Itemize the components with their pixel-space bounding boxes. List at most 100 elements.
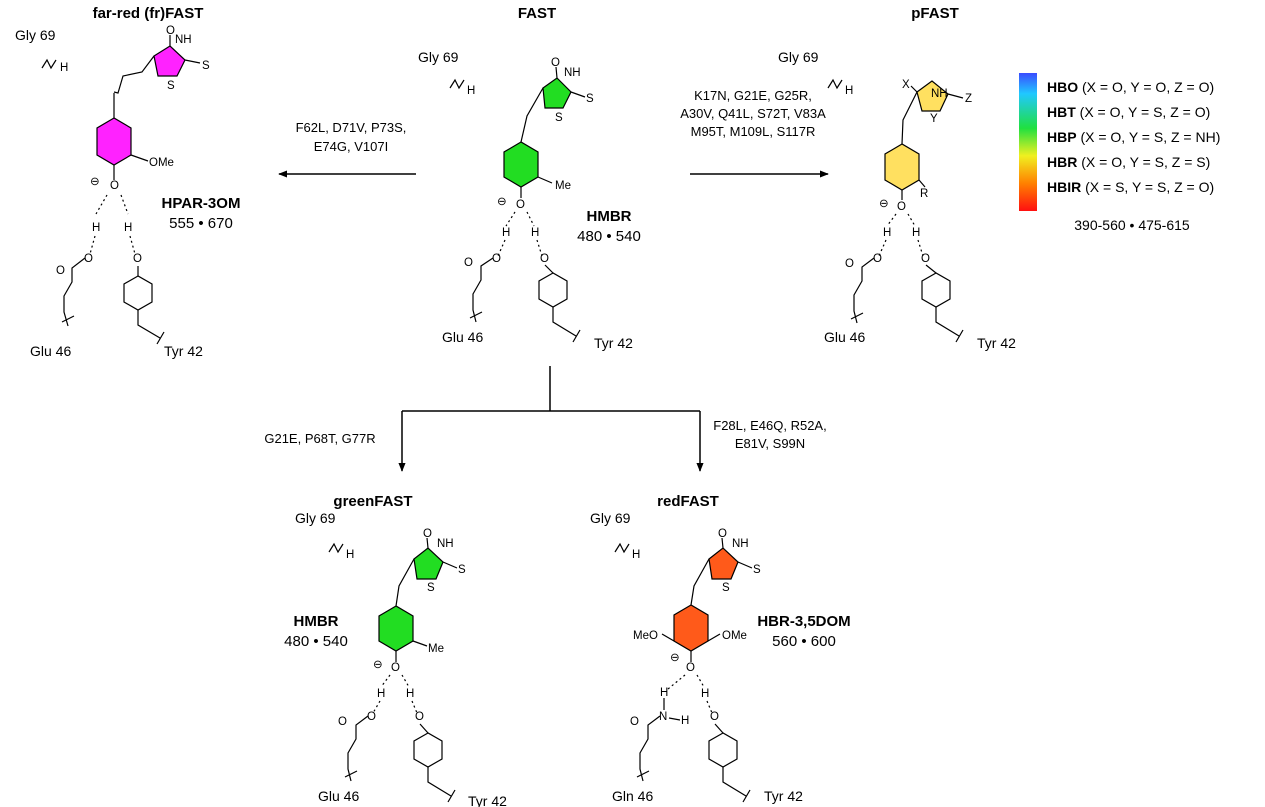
thione-s: S [586,93,594,105]
tyr-h: H [406,688,414,700]
negative-charge: ⊖ [497,196,507,208]
substituent-label: Me [555,180,571,192]
methine-chain [520,87,544,143]
gly69-label: Gly 69 [418,49,459,65]
thione-s: S [202,60,210,72]
panel-title: redFAST [657,493,719,510]
tyr42-bonds [544,264,581,343]
phenol-ring [503,141,539,188]
panel-title: greenFAST [333,493,412,510]
branch-arrows: G21E, P68T, G77R F28L, E46Q, R52A, E81V,… [264,366,827,472]
mutation-line-1: K17N, G21E, G25R, [694,88,812,103]
mutation-line-2: E74G, V107I [314,139,388,154]
legend-entry-hbo: HBO (X = O, Y = O, Z = O) [1047,79,1214,95]
tyr42-label: Tyr 42 [164,343,203,359]
methine-chain [690,558,710,606]
hydrogen-bonds [380,674,410,688]
gly69-h: H [845,85,853,97]
chromophore-legend: HBO (X = O, Y = O, Z = O) HBT (X = O, Y … [1019,73,1220,233]
excitation-emission: 480 • 540 [577,228,641,245]
gln-nh2-bond [668,717,681,721]
hydrogen-bonds-lower [706,700,713,714]
legend-entry-hbir: HBIR (X = S, Y = S, Z = O) [1047,179,1214,195]
negative-charge: ⊖ [90,176,100,188]
hydrogen-bonds [667,674,705,690]
phenol-bonds [901,179,926,200]
tyr-h: H [124,222,132,234]
tyr42-label: Tyr 42 [764,788,803,804]
chromophore-name: HPAR-3OM [162,195,241,212]
phenolate-o: O [897,201,906,213]
tyr-o: O [133,253,142,265]
phenolate-o: O [391,662,400,674]
carbonyl-o: O [718,528,727,540]
glu46-label: Glu 46 [318,788,359,804]
gly69-bond [827,78,843,90]
gln-h-lower: H [681,715,689,727]
gly69-h: H [632,549,640,561]
gly69-label: Gly 69 [295,510,336,526]
phenol-bonds [661,633,721,662]
tyr-h: H [531,227,539,239]
tyr42-label: Tyr 42 [468,793,507,807]
gln46-sidechain [636,715,661,782]
substituent-label-right: OMe [722,630,747,642]
substituent-label-left: MeO [633,630,658,642]
phenol-ring [378,605,414,652]
gly69-label: Gly 69 [590,510,631,526]
panel-greenfast: greenFAST Gly 69 H O NH S S Me O ⊖ H H O… [284,493,507,807]
gly69-bond [41,58,57,70]
panel-pfast: pFAST Gly 69 H X NH Z Y R O ⊖ H H O O Gl… [778,5,1016,351]
panel-title: FAST [518,5,556,22]
excitation-emission: 480 • 540 [284,633,348,650]
tyr-h: H [912,227,920,239]
methine-chain [113,55,155,94]
glu-h: H [92,222,100,234]
tyr42-ring [708,732,738,768]
glu-carbonyl-o: O [338,716,347,728]
hydrogen-bonds [505,211,535,227]
chromophore-name: HMBR [587,208,632,225]
arrow-to-frfast: F62L, D71V, P73S, E74G, V107I [278,120,416,178]
phenolate-o: O [516,199,525,211]
substituent-label: R [920,188,928,200]
glu-h: H [883,227,891,239]
panel-frfast: far-red (fr)FAST Gly 69 H O NH S S OMe O… [15,5,240,359]
tyr42-bonds [419,723,456,803]
redfast-mutation-line-1: F28L, E46Q, R52A, [713,418,826,433]
phenol-bonds [395,640,428,662]
methine-chain [395,558,415,607]
ring-nh: NH [931,88,948,100]
legend-range: 390-560 • 475-615 [1074,217,1190,233]
gln-carbonyl-o: O [630,716,639,728]
z-label: Z [965,93,972,105]
thiazolidinone-ring [153,45,186,77]
glu-o: O [492,253,501,265]
hydrogen-bonds [95,194,129,215]
gly69-h: H [60,62,68,74]
x-label: X [902,79,910,91]
gln-n: N [659,711,667,723]
hydrogen-bonds-lower [878,239,924,257]
tyr42-bonds [925,264,964,343]
mutation-line-3: M95T, M109L, S117R [691,124,816,139]
panel-fast: FAST Gly 69 H O NH S S Me O ⊖ H H O O Gl… [418,5,641,351]
negative-charge: ⊖ [373,659,383,671]
tyr42-label: Tyr 42 [594,335,633,351]
gly69-bond [328,542,344,554]
ring-substituent-bonds [426,537,458,569]
tyr42-ring [123,275,153,311]
y-label: Y [930,113,938,125]
glu46-label: Glu 46 [824,329,865,345]
phenol-ring [673,604,709,652]
tyr-o: O [415,711,424,723]
thiazolidinone-ring [413,547,444,580]
carbonyl-o: O [166,25,175,37]
phenol-bonds [520,176,553,198]
mutation-line-2: A30V, Q41L, S72T, V83A [680,106,826,121]
panel-title: pFAST [911,5,959,22]
ring-substituent-bonds [721,537,753,569]
carbonyl-o: O [551,57,560,69]
gly69-label: Gly 69 [15,27,56,43]
ring-s: S [555,112,563,124]
